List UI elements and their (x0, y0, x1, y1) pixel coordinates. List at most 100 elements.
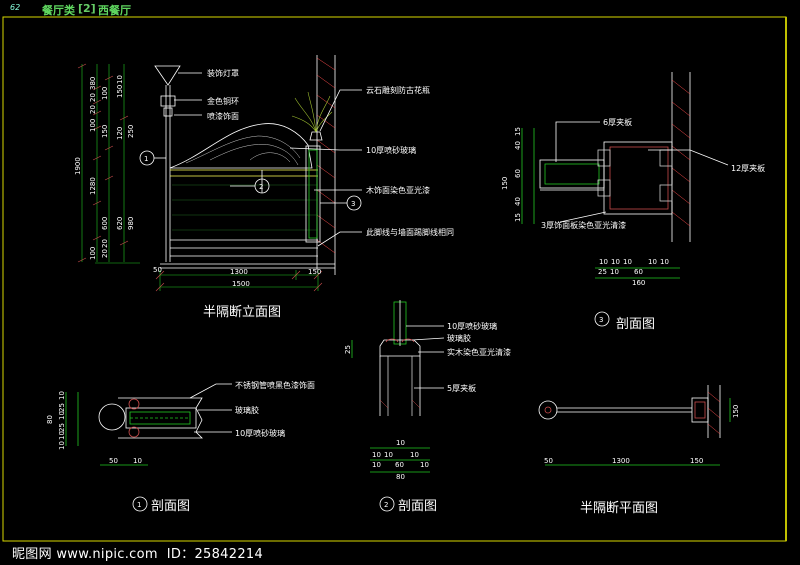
svg-text:380: 380 (89, 77, 97, 90)
category-title: 餐厅类 (42, 4, 75, 17)
svg-text:10: 10 (623, 258, 632, 266)
section1-title: 剖面图 (151, 499, 190, 514)
svg-text:150: 150 (690, 457, 703, 465)
svg-text:不锈钢管喷黑色漆饰面: 不锈钢管喷黑色漆饰面 (235, 380, 315, 390)
svg-text:10厚喷砂玻璃: 10厚喷砂玻璃 (366, 145, 416, 155)
svg-text:10: 10 (420, 461, 429, 469)
svg-text:80: 80 (46, 415, 54, 424)
svg-text:1300: 1300 (612, 457, 630, 465)
plant (291, 91, 333, 133)
section2-number-circle (379, 496, 395, 512)
elevation-title: 半隔断立面图 (203, 305, 281, 320)
svg-text:50: 50 (544, 457, 553, 465)
svg-text:60: 60 (514, 169, 522, 178)
svg-text:10: 10 (58, 441, 66, 450)
svg-text:3: 3 (351, 200, 355, 208)
svg-text:160: 160 (632, 279, 645, 287)
svg-text:15: 15 (514, 213, 522, 222)
svg-text:100: 100 (101, 87, 109, 100)
lamp-shade (154, 65, 181, 86)
svg-text:100: 100 (89, 119, 97, 132)
svg-text:150: 150 (501, 177, 509, 190)
svg-text:此脚线与墙面踢脚线相同: 此脚线与墙面踢脚线相同 (366, 227, 454, 237)
svg-text:1280: 1280 (89, 177, 97, 195)
svg-text:250: 250 (127, 125, 135, 138)
svg-text:10: 10 (611, 258, 620, 266)
svg-text:1: 1 (137, 501, 141, 509)
watermark-brand: 昵图网 (12, 547, 52, 562)
svg-text:20: 20 (101, 249, 109, 258)
svg-text:10: 10 (133, 457, 142, 465)
svg-text:60: 60 (395, 461, 404, 469)
svg-text:玻璃胶: 玻璃胶 (235, 405, 259, 415)
svg-text:1900: 1900 (74, 157, 82, 175)
elevation-drawing (77, 55, 362, 292)
watermark-id: 25842214 (194, 547, 264, 562)
svg-text:150: 150 (732, 405, 740, 418)
svg-text:10: 10 (410, 451, 419, 459)
svg-text:20: 20 (89, 93, 97, 102)
svg-text:10: 10 (660, 258, 669, 266)
subcategory-title: 西餐厅 (98, 4, 131, 17)
svg-text:3: 3 (599, 316, 603, 324)
svg-text:10: 10 (599, 258, 608, 266)
svg-text:600: 600 (101, 217, 109, 230)
svg-text:10: 10 (396, 439, 405, 447)
svg-text:10: 10 (372, 451, 381, 459)
svg-text:1300: 1300 (230, 268, 248, 276)
plan-title: 半隔断平面图 (580, 501, 658, 516)
svg-text:3厚饰面板染色亚光清漆: 3厚饰面板染色亚光清漆 (541, 220, 626, 230)
svg-text:云石雕刻防古花瓶: 云石雕刻防古花瓶 (366, 85, 430, 95)
svg-text:1500: 1500 (232, 280, 250, 288)
section3-number-circle (594, 311, 610, 327)
svg-text:100: 100 (89, 247, 97, 260)
frosted-glass-wave (169, 123, 313, 169)
svg-text:10厚喷砂玻璃: 10厚喷砂玻璃 (447, 321, 497, 331)
svg-text:金色铜环: 金色铜环 (207, 96, 239, 106)
svg-text:1: 1 (144, 155, 148, 163)
svg-text:150: 150 (116, 85, 124, 98)
vase (309, 131, 323, 141)
svg-text:喷漆饰面: 喷漆饰面 (207, 111, 239, 121)
section2-title: 剖面图 (398, 499, 437, 514)
svg-text:40: 40 (514, 141, 522, 150)
svg-text:5厚夹板: 5厚夹板 (447, 383, 476, 393)
svg-text:10: 10 (58, 391, 66, 400)
svg-text:60: 60 (634, 268, 643, 276)
elevation-labels: 装饰灯罩 金色铜环 喷漆饰面 云石雕刻防古花瓶 10厚喷砂玻璃 木饰面染色亚光漆… (144, 68, 454, 237)
section3-title: 剖面图 (616, 317, 655, 332)
page-number: 62 (10, 3, 21, 12)
svg-text:25: 25 (58, 423, 66, 432)
svg-text:80: 80 (396, 473, 405, 481)
plan-drawing (538, 385, 731, 466)
svg-text:木饰面染色亚光漆: 木饰面染色亚光漆 (366, 185, 430, 195)
section1-number-circle (132, 496, 148, 512)
elevation-dims: 1900 1280 100 380 20 20 100 150 600 20 1… (74, 75, 321, 288)
svg-text:25: 25 (598, 268, 607, 276)
svg-text:620: 620 (116, 217, 124, 230)
watermark-id-label: ID： (166, 547, 195, 562)
svg-text:150: 150 (101, 125, 109, 138)
svg-text:980: 980 (127, 217, 135, 230)
svg-text:玻璃胶: 玻璃胶 (447, 333, 471, 343)
svg-text:25: 25 (344, 345, 352, 354)
svg-text:2: 2 (384, 501, 388, 509)
svg-text:12厚夹板: 12厚夹板 (731, 163, 765, 173)
svg-text:10: 10 (384, 451, 393, 459)
section2-drawing (351, 300, 445, 512)
watermark-url: www.nipic.com (56, 547, 158, 562)
watermark: 昵图网 www.nipic.com ID：25842214 (12, 543, 263, 562)
category-bracket: [2] (78, 2, 96, 15)
svg-text:10: 10 (58, 431, 66, 440)
svg-text:6厚夹板: 6厚夹板 (603, 117, 632, 127)
svg-text:2: 2 (259, 183, 263, 191)
svg-text:25: 25 (58, 403, 66, 412)
svg-text:10: 10 (648, 258, 657, 266)
svg-text:实木染色亚光清漆: 实木染色亚光清漆 (447, 347, 511, 357)
svg-text:120: 120 (116, 127, 124, 140)
svg-text:10: 10 (58, 411, 66, 420)
section1-drawing (65, 383, 232, 512)
gold-ring (160, 95, 176, 107)
